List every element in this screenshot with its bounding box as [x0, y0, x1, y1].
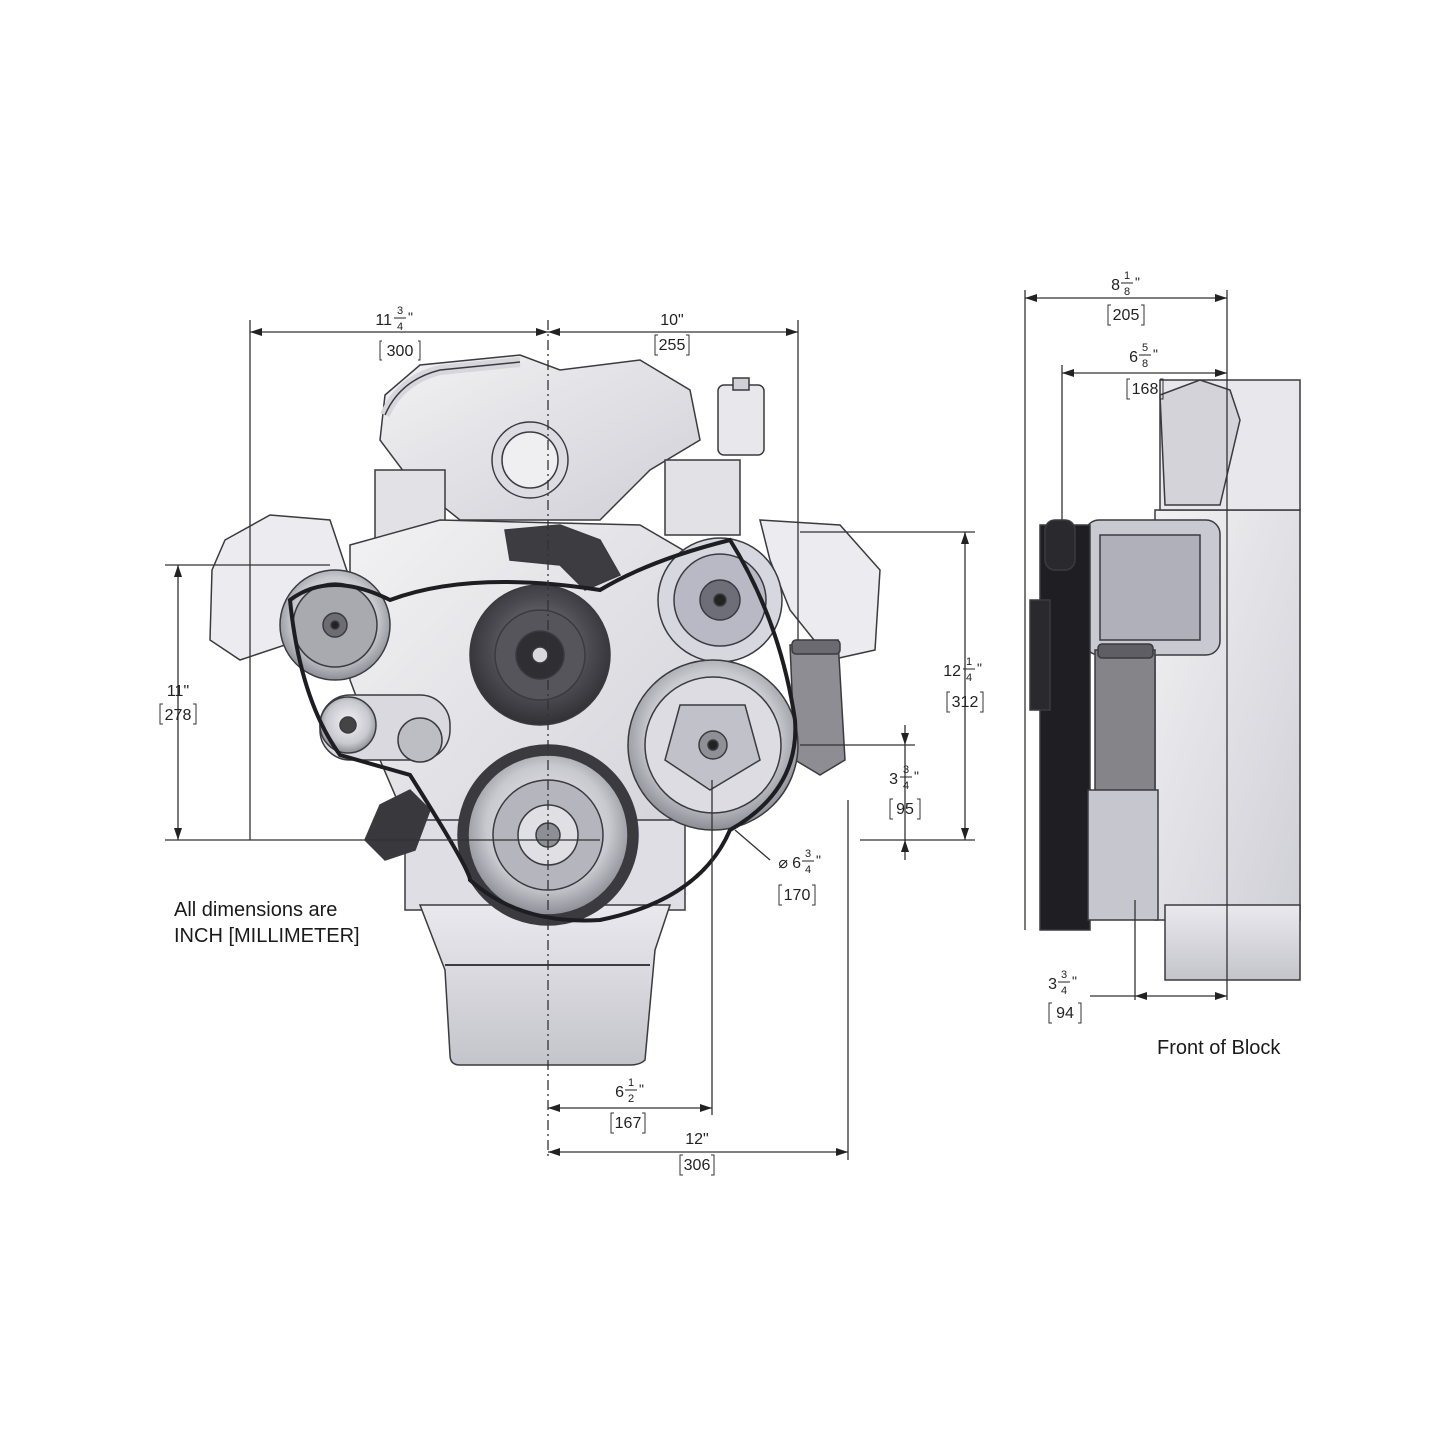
svg-text:1: 1: [1124, 270, 1130, 282]
dim-label-side-total-depth: 8 1 8 " 205: [1107, 270, 1145, 326]
svg-text:3: 3: [805, 848, 811, 860]
svg-text:306: 306: [684, 1157, 711, 1174]
svg-text:3: 3: [397, 305, 403, 317]
svg-text:4: 4: [966, 672, 972, 684]
svg-text:": ": [977, 660, 982, 676]
svg-text:": ": [1153, 346, 1158, 362]
dim-label-bottom-inner: 6 1 2 " 167: [610, 1077, 646, 1134]
units-note: All dimensions are INCH [MILLIMETER]: [174, 897, 360, 949]
side-view-label: Front of Block: [1157, 1037, 1281, 1059]
svg-text:12: 12: [943, 663, 961, 680]
svg-text:3: 3: [1048, 976, 1057, 993]
oil-filler: [717, 384, 765, 456]
svg-text:11": 11": [167, 683, 189, 700]
dim-label-side-bottom-offset: 3 3 4 " 94: [1048, 969, 1082, 1024]
svg-text:": ": [408, 309, 413, 325]
svg-text:3: 3: [889, 771, 898, 788]
svg-text:6: 6: [792, 855, 801, 872]
svg-text:1: 1: [966, 656, 972, 668]
ps-reservoir: [789, 639, 846, 776]
svg-text:4: 4: [903, 780, 909, 792]
svg-text:5: 5: [1142, 342, 1148, 354]
svg-text:278: 278: [165, 707, 192, 724]
side-oil-pan: [1164, 904, 1301, 981]
svg-text:167: 167: [615, 1115, 642, 1132]
svg-text:168: 168: [1132, 381, 1159, 398]
dim-label-overall-left-width: 11 3 4 " 300: [375, 305, 421, 361]
svg-text:4: 4: [1061, 985, 1067, 997]
svg-text:8: 8: [1142, 358, 1148, 370]
svg-text:6: 6: [1129, 349, 1138, 366]
dim-label-right-height: 12 1 4 " 312: [943, 656, 984, 713]
svg-text:205: 205: [1113, 307, 1140, 324]
svg-text:4: 4: [397, 321, 403, 333]
svg-text:8: 8: [1111, 277, 1120, 294]
units-note-line1: All dimensions are: [174, 899, 338, 921]
svg-text:94: 94: [1056, 1005, 1074, 1022]
dim-label-pump-offset: 3 3 4 " 95: [889, 764, 921, 820]
svg-text:⌀: ⌀: [778, 855, 788, 872]
side-belt-pulleys: [1039, 524, 1091, 931]
svg-text:10": 10": [660, 312, 683, 329]
side-view-engine: [1029, 379, 1301, 981]
svg-text:4: 4: [805, 864, 811, 876]
water-outlet-top: [504, 524, 622, 591]
svg-text:3: 3: [903, 764, 909, 776]
svg-text:": ": [1072, 973, 1077, 989]
svg-text:3: 3: [1061, 969, 1067, 981]
serpentine-belt: [287, 537, 798, 923]
svg-text:255: 255: [659, 337, 686, 354]
dim-label-side-inner-depth: 6 5 8 " 168: [1126, 342, 1164, 400]
svg-text:": ": [639, 1081, 644, 1097]
svg-text:2: 2: [628, 1093, 634, 1105]
svg-text:1: 1: [628, 1077, 634, 1089]
svg-text:": ": [914, 768, 919, 784]
dim-leader-diameter: [734, 829, 771, 861]
side-ps-reservoir: [1094, 649, 1156, 806]
svg-text:12": 12": [685, 1131, 708, 1148]
svg-text:300: 300: [387, 343, 414, 360]
dim-label-pulley-diameter: ⌀ 6 3 4 " 170: [778, 848, 821, 906]
svg-text:170: 170: [784, 887, 811, 904]
svg-text:": ": [1135, 274, 1140, 290]
svg-text:95: 95: [896, 801, 914, 818]
svg-text:312: 312: [952, 694, 979, 711]
svg-text:6: 6: [615, 1084, 624, 1101]
dim-label-left-height: 11" 278: [159, 683, 197, 725]
dim-label-overall-right-width: 10" 255: [654, 312, 690, 356]
fuel-rail-right: [664, 459, 741, 536]
dim-label-bottom-outer: 12" 306: [679, 1131, 715, 1176]
svg-text:8: 8: [1124, 286, 1130, 298]
front-view-engine: [209, 354, 881, 1066]
oil-pan: [418, 904, 672, 1066]
svg-text:11: 11: [375, 312, 392, 329]
svg-text:": ": [816, 852, 821, 868]
arrowheads: [174, 294, 1227, 1156]
dimension-lines: [165, 290, 1228, 1160]
units-note-line2: INCH [MILLIMETER]: [174, 925, 360, 947]
